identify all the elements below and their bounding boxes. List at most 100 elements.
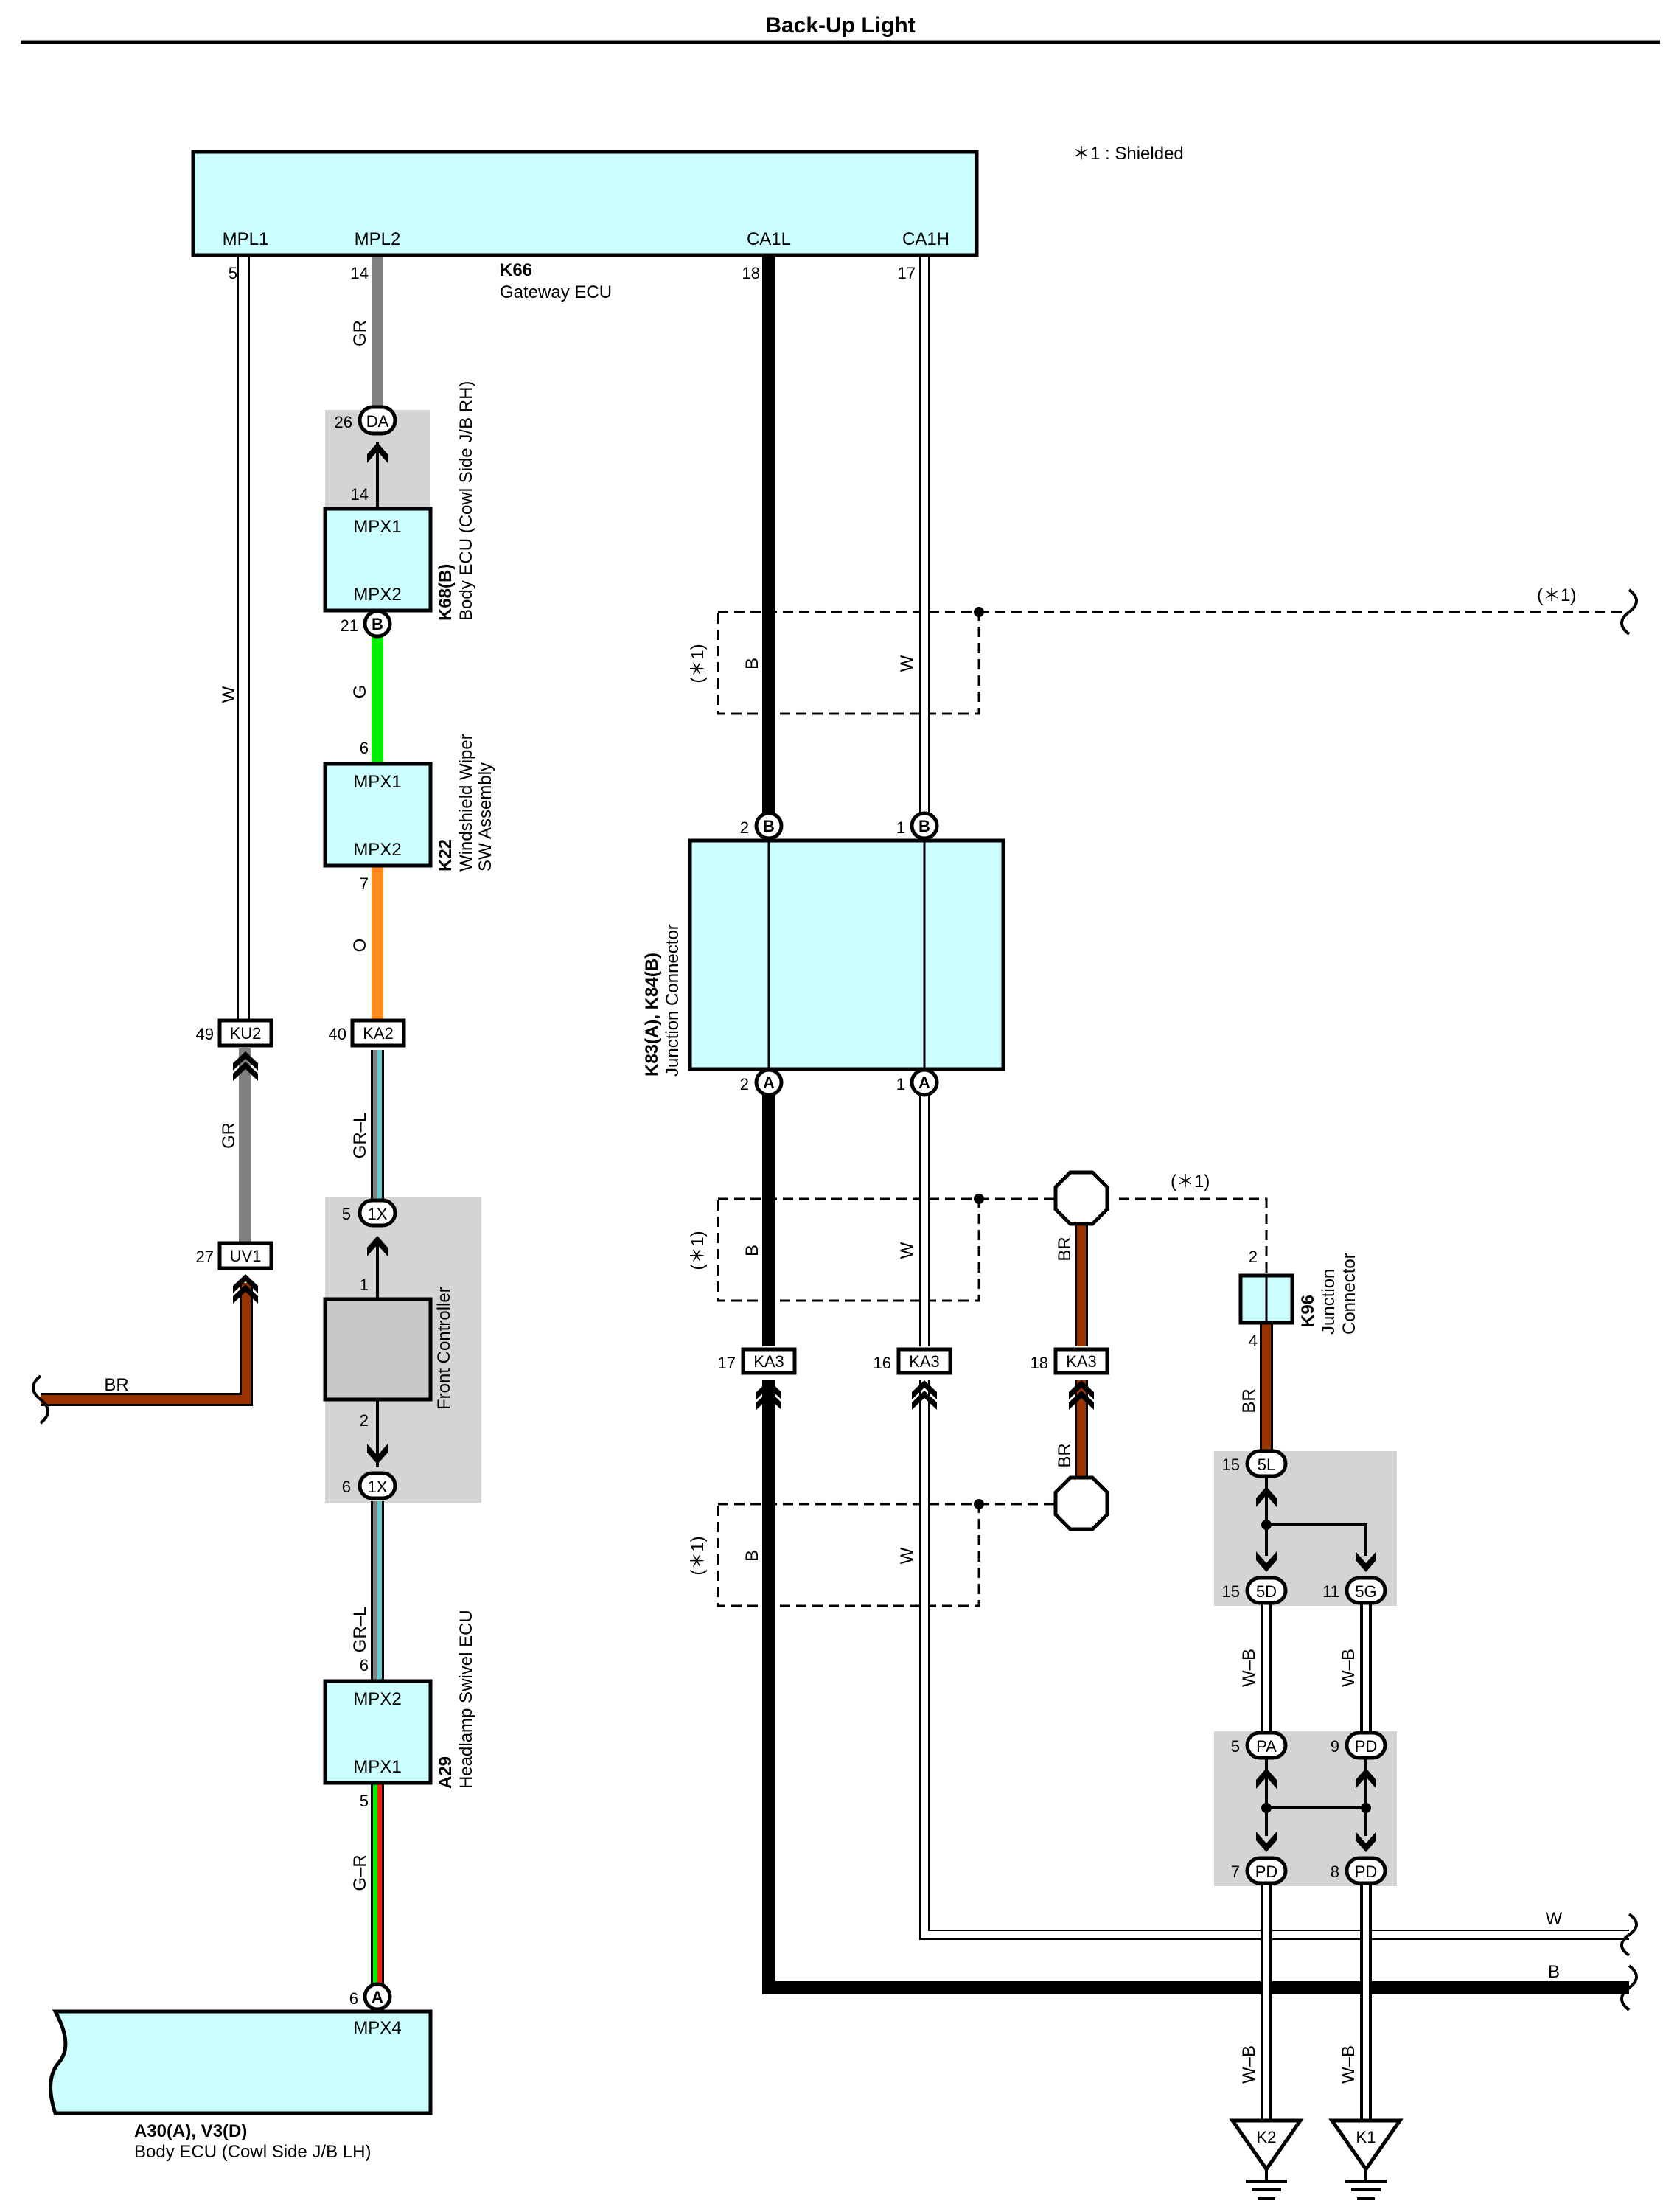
wire-label-gr-l-bottom: GR–L <box>350 1607 370 1653</box>
diagram-title: Back-Up Light <box>765 13 915 38</box>
k83-bottom-conn-1: A <box>763 1074 775 1092</box>
ground-k1-label: K1 <box>1356 2128 1376 2146</box>
pin-5d-label: 5D <box>1256 1582 1277 1601</box>
k22-pin-bottom: MPX2 <box>353 840 401 860</box>
pin-pd-top-num: 9 <box>1331 1737 1339 1756</box>
pin-5g-label: 5G <box>1355 1582 1376 1601</box>
k68-bottom-num: 21 <box>341 616 358 635</box>
junction-pin-5g: 5G <box>1345 1551 1387 1605</box>
pin-5d-num: 15 <box>1222 1582 1240 1601</box>
k68-box <box>323 507 433 613</box>
k66-name: Gateway ECU <box>500 282 612 302</box>
front-controller-box <box>323 1297 433 1402</box>
ku2-label: KU2 <box>230 1024 262 1043</box>
ka2-num: 40 <box>329 1025 346 1043</box>
ka2-label: KA2 <box>363 1024 394 1043</box>
wire-label-w-right: W <box>1546 1909 1563 1929</box>
a30-a-connector <box>363 1982 392 2011</box>
wire-label-w-1: W <box>897 655 917 672</box>
pin-pd-top-label: PD <box>1355 1737 1378 1756</box>
k96-name-2: Connector <box>1339 1253 1359 1335</box>
k96-name-1: Junction <box>1319 1269 1339 1335</box>
a29-pin-top: MPX2 <box>353 1689 401 1709</box>
a30-code: A30(A), V3(D) <box>134 2121 247 2141</box>
junction-pin-5l: 5L <box>1245 1449 1288 1507</box>
k83-code: K83(A), K84(B) <box>642 953 662 1077</box>
wires <box>41 252 1629 2121</box>
shield-octagon-bottom <box>1053 1475 1109 1531</box>
fc-num-bottom: 2 <box>360 1411 369 1430</box>
a30-conn: A <box>372 1988 383 2006</box>
k68-conn-bottom: B <box>372 615 383 633</box>
ground-k2-label: K2 <box>1257 2128 1277 2146</box>
k83-top-conn-2: B <box>918 817 930 835</box>
shielded-note: ＊1 : Shielded <box>1073 144 1184 164</box>
wire-label-g-r: G–R <box>350 1854 370 1891</box>
wire-label-br-ka3-bottom: BR <box>1055 1443 1075 1467</box>
shield-boxes <box>717 607 1629 1607</box>
k22-pin-top: MPX1 <box>353 772 401 792</box>
k66-pin-num-2: 14 <box>351 264 369 282</box>
k83-bottom-a-2 <box>910 1068 939 1097</box>
a29-pin-bottom: MPX1 <box>353 1757 401 1777</box>
a29-top-num: 6 <box>360 1656 369 1674</box>
k83-top-b-1 <box>754 811 784 841</box>
k68-b-connector <box>363 609 392 639</box>
junction-pin-pa: PA <box>1245 1731 1288 1789</box>
ka3-connector-18: KA3 <box>1053 1347 1109 1410</box>
wire-label-br-k96: BR <box>1239 1388 1259 1413</box>
k22-name-1: Windshield Wiper <box>456 734 476 872</box>
ground-k1: K1 <box>1328 2118 1404 2200</box>
wire-label-gr-l-top: GR–L <box>350 1113 370 1159</box>
k22-name-2: SW Assembly <box>475 762 495 872</box>
wire-label-mpl1: W <box>219 686 239 703</box>
k96-code: K96 <box>1298 1295 1318 1327</box>
fc-top-conn-num: 5 <box>342 1205 351 1223</box>
wire-label-b-right: B <box>1548 1962 1560 1982</box>
fc-bottom-conn-num: 6 <box>342 1478 351 1496</box>
fc-bottom-conn-label: 1X <box>368 1478 388 1496</box>
pin-pa-num: 5 <box>1231 1737 1240 1756</box>
wire-break-marks <box>32 588 1638 2011</box>
k83-top-num-2: 1 <box>896 818 905 837</box>
a30-name: Body ECU (Cowl Side J/B LH) <box>134 2142 371 2162</box>
fc-num-top: 1 <box>360 1276 369 1294</box>
wire-label-b-1: B <box>742 658 762 669</box>
wire-label-mpl2: GR <box>350 320 370 347</box>
k66-pin-name-1: MPL1 <box>223 229 269 249</box>
k83-top-conn-1: B <box>763 817 775 835</box>
shield-octagon-top <box>1053 1170 1109 1226</box>
k66-pin-name-3: CA1L <box>747 229 791 249</box>
k22-code: K22 <box>436 839 456 872</box>
wire-label-orange: O <box>350 939 370 953</box>
front-controller-name: Front Controller <box>434 1287 454 1410</box>
a29-bottom-num: 5 <box>360 1792 369 1810</box>
k83-box <box>688 838 1005 1071</box>
wire-label-wb-4: W–B <box>1339 2045 1359 2084</box>
k66-pin-num-1: 5 <box>229 264 237 282</box>
k96-num-bottom: 4 <box>1249 1332 1258 1350</box>
shield-label-box2: (＊1) <box>688 1231 708 1270</box>
ka3-16-label: KA3 <box>909 1352 940 1371</box>
k83-top-b-2 <box>910 811 939 841</box>
ka3-17-num: 17 <box>718 1354 736 1372</box>
a29-code: A29 <box>436 1756 456 1789</box>
junction-pin-pd-top: PD <box>1345 1731 1387 1789</box>
k83-top-num-1: 2 <box>740 818 749 837</box>
k22-top-num: 6 <box>360 739 369 757</box>
a29-box <box>323 1679 433 1785</box>
k66-pin-num-3: 18 <box>742 264 760 282</box>
ku2-connector: KU2 <box>217 1018 273 1081</box>
wire-label-w-2: W <box>897 1242 917 1259</box>
k66-code: K66 <box>500 260 532 280</box>
pin-5l-num: 15 <box>1222 1455 1240 1474</box>
da-pin-num: 26 <box>335 413 352 431</box>
k96-num-top: 2 <box>1249 1248 1258 1266</box>
junction-pin-pd-left: PD <box>1245 1832 1288 1885</box>
a30-pin: MPX4 <box>353 2018 401 2038</box>
shield-label-top: (＊1) <box>1537 585 1576 605</box>
k66-pin-name-4: CA1H <box>902 229 949 249</box>
junction-pin-pd-right: PD <box>1345 1832 1387 1885</box>
wire-label-wb-1: W–B <box>1239 1649 1259 1687</box>
